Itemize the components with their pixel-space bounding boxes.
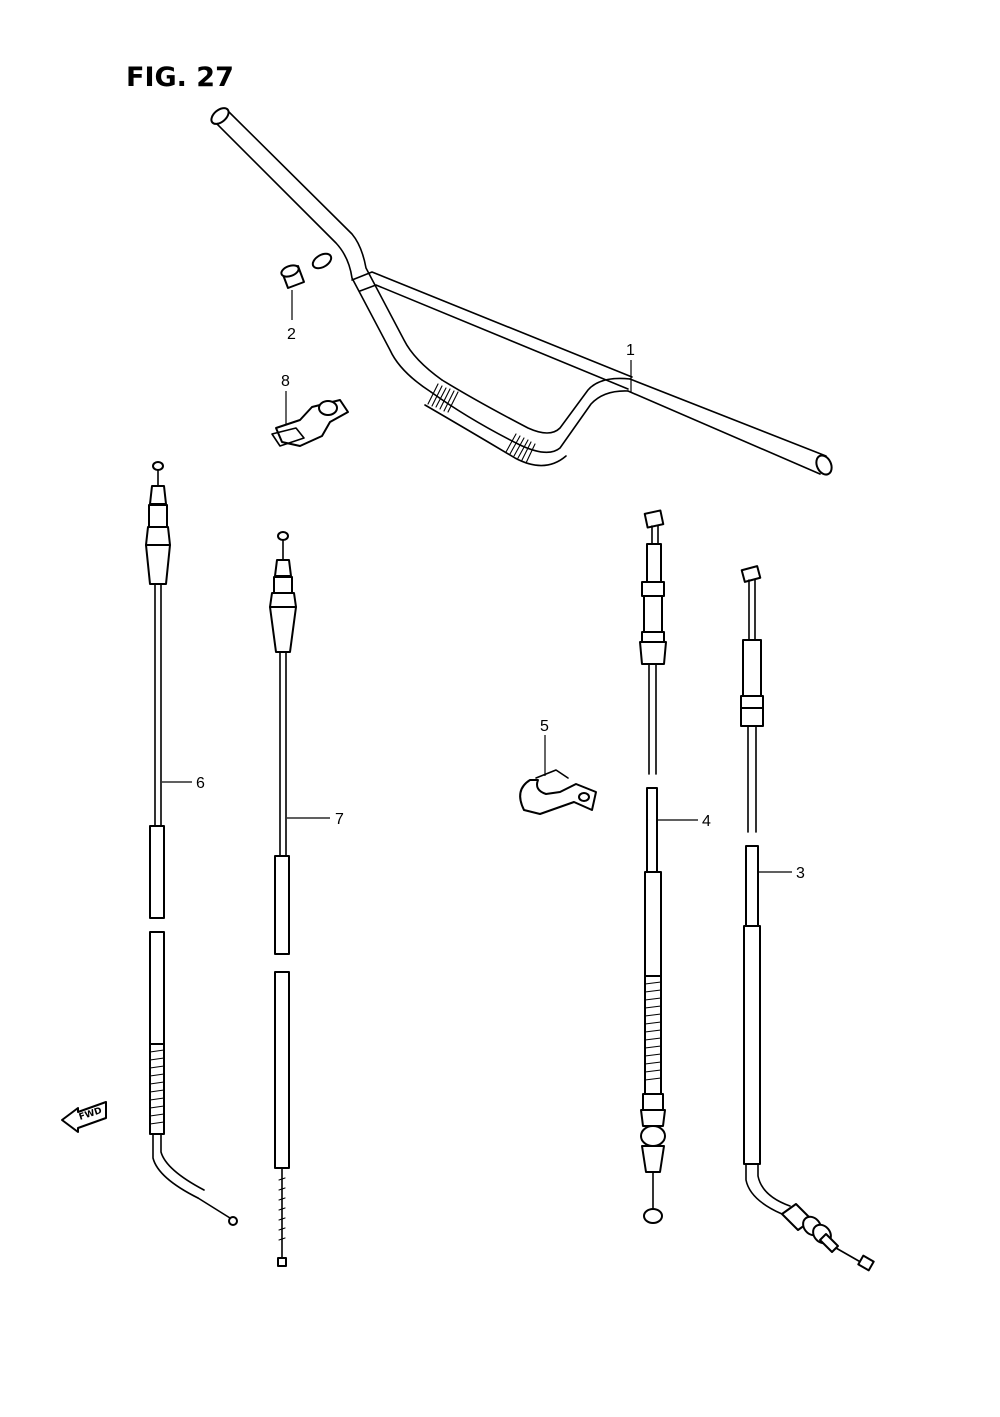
part-number-2: 2 bbox=[287, 326, 296, 343]
part-number-1: 1 bbox=[626, 342, 635, 359]
part-number-4: 4 bbox=[702, 813, 711, 830]
part-number-7: 7 bbox=[335, 811, 344, 828]
clutch-cable[interactable] bbox=[639, 509, 667, 1224]
callout-1: 1 bbox=[626, 342, 635, 392]
throttle-cable-lower[interactable] bbox=[740, 565, 875, 1272]
adjuster bbox=[781, 1203, 839, 1253]
callout-6: 6 bbox=[162, 775, 205, 792]
part-number-6: 6 bbox=[196, 775, 205, 792]
part-number-3: 3 bbox=[796, 865, 805, 882]
cable-guide-clamp[interactable] bbox=[271, 399, 349, 447]
callout-5: 5 bbox=[540, 718, 549, 776]
callout-7: 7 bbox=[287, 811, 344, 828]
part-number-8: 8 bbox=[281, 373, 290, 390]
spring-section bbox=[149, 1043, 165, 1135]
handlebar[interactable] bbox=[208, 105, 834, 477]
figure-title: FIG. 27 bbox=[126, 62, 234, 93]
throttle-cable-no1[interactable] bbox=[145, 461, 238, 1226]
part-number-5: 5 bbox=[540, 718, 549, 735]
knurl-band-left bbox=[427, 383, 459, 413]
callout-2: 2 bbox=[287, 290, 296, 343]
fwd-arrow-icon: FWD bbox=[61, 1101, 107, 1133]
spring-section bbox=[644, 975, 662, 1095]
callout-8: 8 bbox=[281, 373, 290, 424]
callout-4: 4 bbox=[657, 813, 711, 830]
callout-3: 3 bbox=[757, 865, 805, 882]
throttle-cable-no2[interactable] bbox=[269, 531, 297, 1267]
cable-clamp[interactable] bbox=[519, 769, 597, 815]
handlebar-end-plug[interactable] bbox=[280, 263, 305, 289]
knurl-band-right bbox=[505, 433, 536, 464]
